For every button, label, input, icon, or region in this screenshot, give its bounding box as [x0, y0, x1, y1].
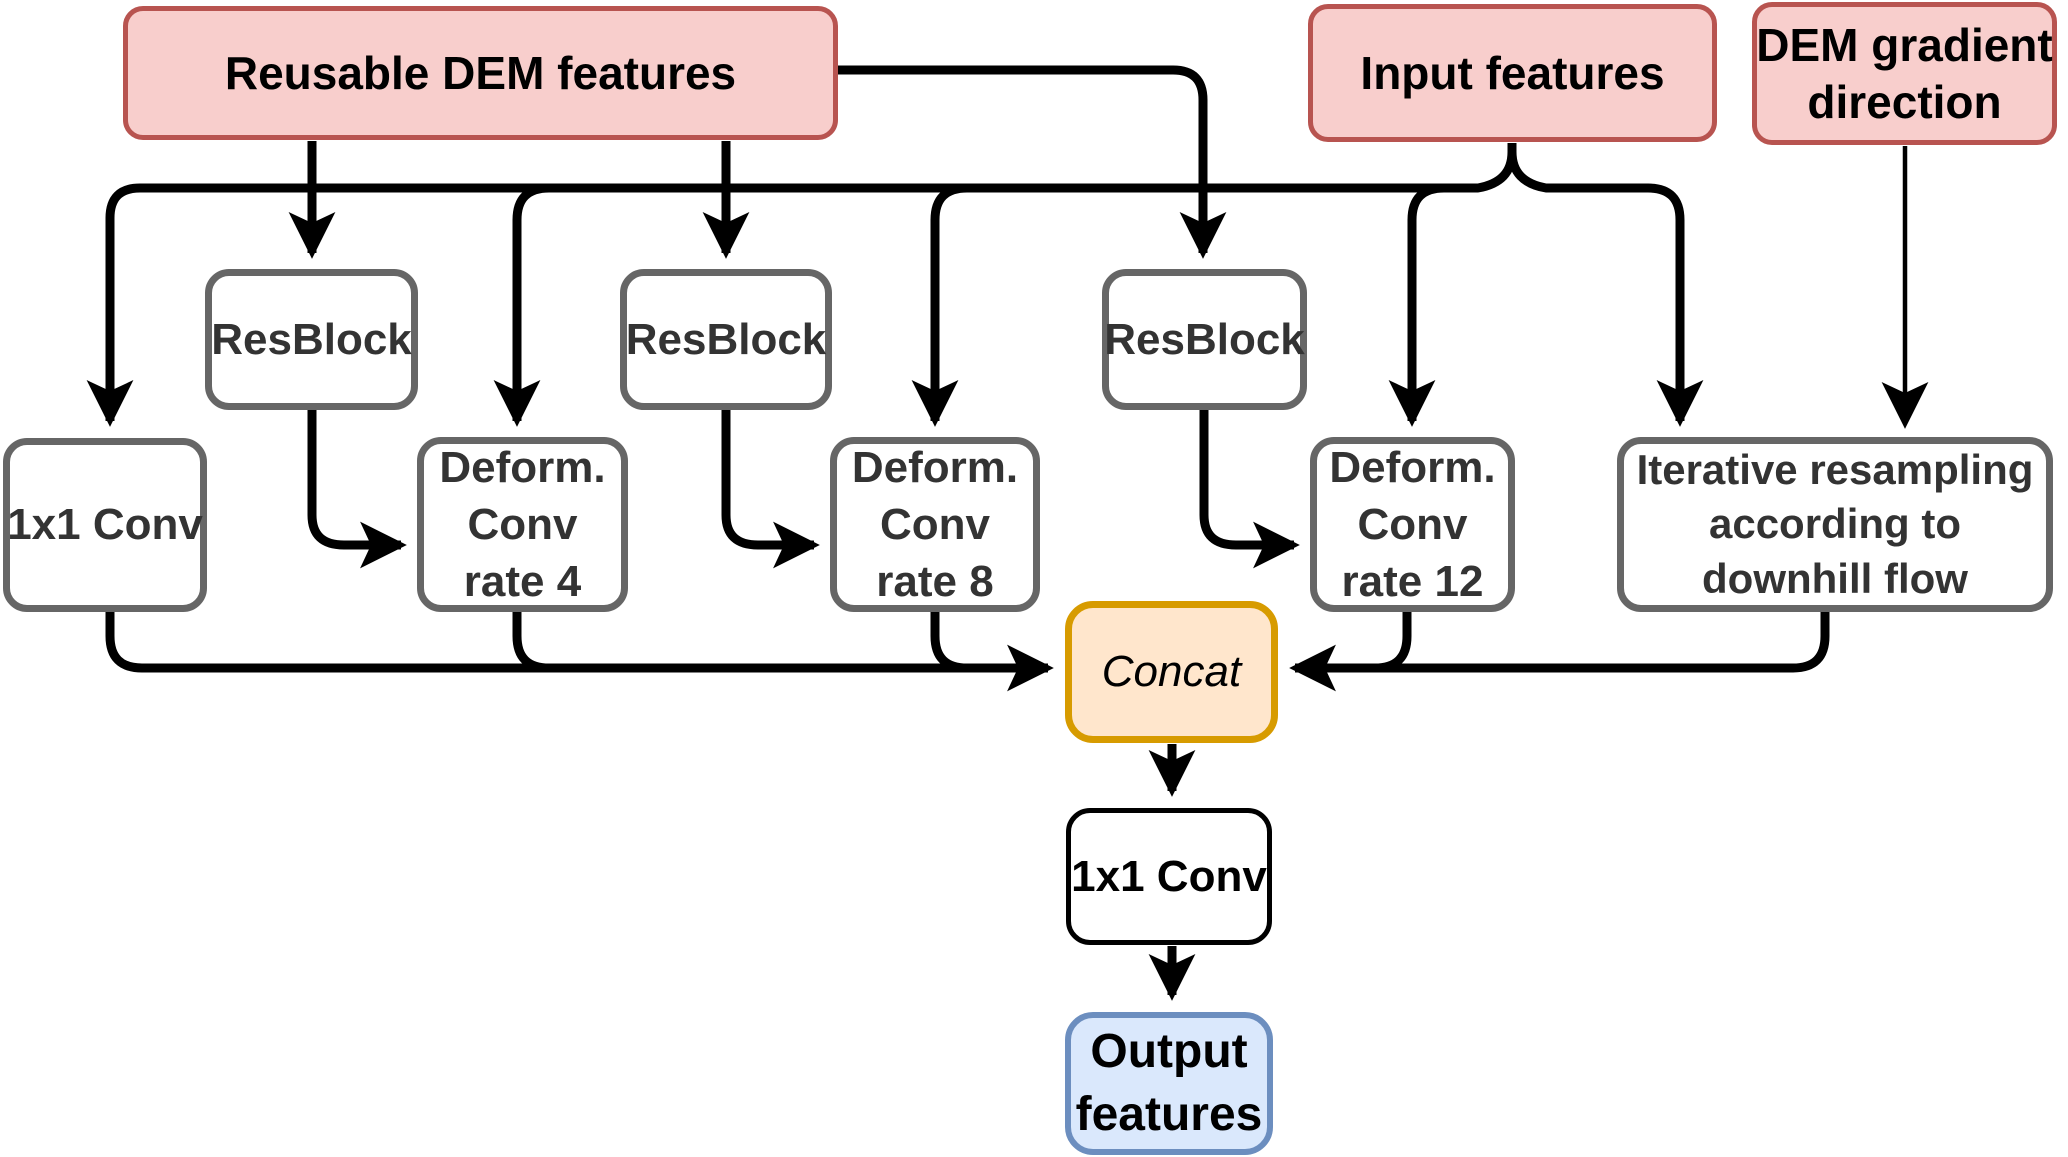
node-label: ResBlock [211, 314, 412, 364]
node-deform-conv-rate12: Deform. Conv rate 12 [1310, 437, 1515, 612]
edge-deform12-join [1374, 612, 1412, 673]
node-label-line: Iterative resampling [1636, 445, 2034, 493]
node-1x1-conv-bottom: 1x1 Conv [1066, 808, 1272, 945]
edge-input-to-iterative [1507, 143, 1704, 427]
node-iterative-resampling: Iterative resampling according to downhi… [1617, 437, 2053, 612]
node-label-line: Conv [467, 499, 578, 549]
node-label: ResBlock [625, 314, 827, 364]
node-label-line: Deform. [851, 442, 1019, 492]
node-resblock-3: ResBlock [1102, 269, 1307, 410]
edge-deform8-join [930, 612, 968, 673]
edge-rightgroup-to-concat [1289, 612, 1830, 692]
node-label: 1x1 Conv [7, 500, 203, 550]
node-reusable-dem-features: Reusable DEM features [123, 6, 838, 140]
node-label-line: rate 12 [1341, 557, 1484, 607]
node-deform-conv-rate8: Deform. Conv rate 8 [830, 437, 1040, 612]
node-label-line: downhill flow [1702, 554, 1968, 602]
node-input-features: Input features [1308, 4, 1717, 142]
edge-bus-to-deform12 [1388, 183, 1445, 427]
node-label: Reusable DEM features [224, 46, 737, 99]
node-1x1-conv-left: 1x1 Conv [3, 438, 207, 612]
node-label-line: DEM gradient [1756, 19, 2053, 72]
node-concat: Concat [1065, 601, 1278, 743]
edge-bus-to-deform8 [911, 183, 968, 427]
edge-resblock2-to-deform8 [721, 410, 820, 569]
edge-resblock3-to-deform12 [1199, 410, 1300, 569]
node-label-line: features [1075, 1087, 1263, 1141]
edge-resblock1-to-deform4 [307, 410, 407, 569]
node-resblock-2: ResBlock [620, 269, 832, 410]
edge-leftgroup-to-concat [105, 612, 1054, 692]
node-label: Concat [1101, 647, 1242, 697]
node-output-features: Output features [1065, 1012, 1273, 1155]
node-label-line: Deform. [439, 442, 606, 492]
node-label: 1x1 Conv [1071, 851, 1267, 901]
node-label-line: Conv [1357, 499, 1468, 549]
edge-deform4-join [512, 612, 550, 673]
edge-dem-to-resblock3 [838, 65, 1227, 259]
node-resblock-1: ResBlock [205, 269, 418, 410]
edge-bus-to-deform4 [493, 183, 550, 427]
node-label-line: rate 8 [876, 557, 994, 607]
node-label-line: rate 4 [463, 557, 582, 607]
node-label-line: Conv [880, 499, 990, 549]
node-dem-gradient-direction: DEM gradient direction [1752, 2, 2057, 145]
node-label-line: direction [1807, 75, 2002, 128]
node-label-line: Output [1090, 1025, 1248, 1079]
node-label-line: according to [1708, 500, 1962, 548]
node-label-line: Deform. [1329, 442, 1496, 492]
node-deform-conv-rate4: Deform. Conv rate 4 [417, 437, 628, 612]
node-label: ResBlock [1104, 314, 1305, 364]
node-label: Input features [1360, 46, 1665, 99]
